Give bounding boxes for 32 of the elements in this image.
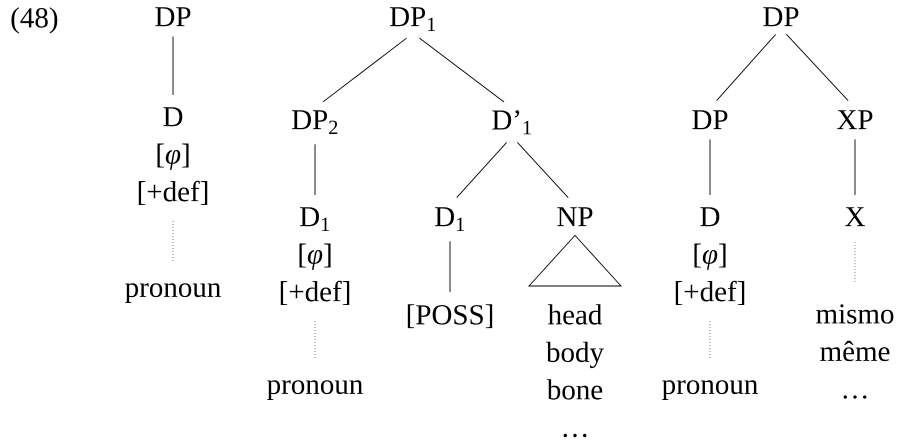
- branch-line: [786, 34, 849, 102]
- branch-line: [418, 38, 504, 102]
- category-label: XP: [837, 110, 872, 130]
- category-label: [POSS]: [408, 304, 492, 328]
- branch-line: [456, 142, 508, 198]
- category-label: D$_{1}$: [435, 207, 464, 232]
- category-label: DP: [155, 7, 190, 26]
- branch-line: [314, 144, 316, 196]
- branch-line: [322, 38, 408, 102]
- category-label: pronoun: [125, 283, 221, 304]
- dotted-line: [314, 320, 316, 358]
- category-label: D’$_{1}$: [492, 110, 531, 134]
- category-label: mismo même …: [816, 304, 894, 399]
- category-label: D [φ] [+def]: [138, 107, 208, 206]
- category-label: D$_{1}$ [φ] [+def]: [280, 207, 350, 306]
- category-label: DP: [692, 110, 728, 130]
- branch-line: [172, 36, 174, 96]
- category-label: DP$_{2}$: [292, 110, 338, 134]
- category-label: NP: [557, 207, 592, 226]
- category-label: D [φ] [+def]: [676, 207, 744, 306]
- category-label: pronoun: [662, 380, 758, 400]
- branch-line: [516, 142, 569, 198]
- example-number: (48): [11, 7, 58, 34]
- category-label: DP$_{1}$: [390, 7, 436, 32]
- category-label: X: [845, 207, 865, 226]
- dotted-line: [172, 220, 174, 262]
- branch-line: [854, 138, 856, 196]
- dotted-line: [854, 242, 856, 282]
- category-label: head body bone …: [546, 304, 604, 438]
- branch-line: [716, 34, 776, 101]
- category-label: DP: [763, 7, 798, 26]
- category-label: pronoun: [267, 380, 363, 400]
